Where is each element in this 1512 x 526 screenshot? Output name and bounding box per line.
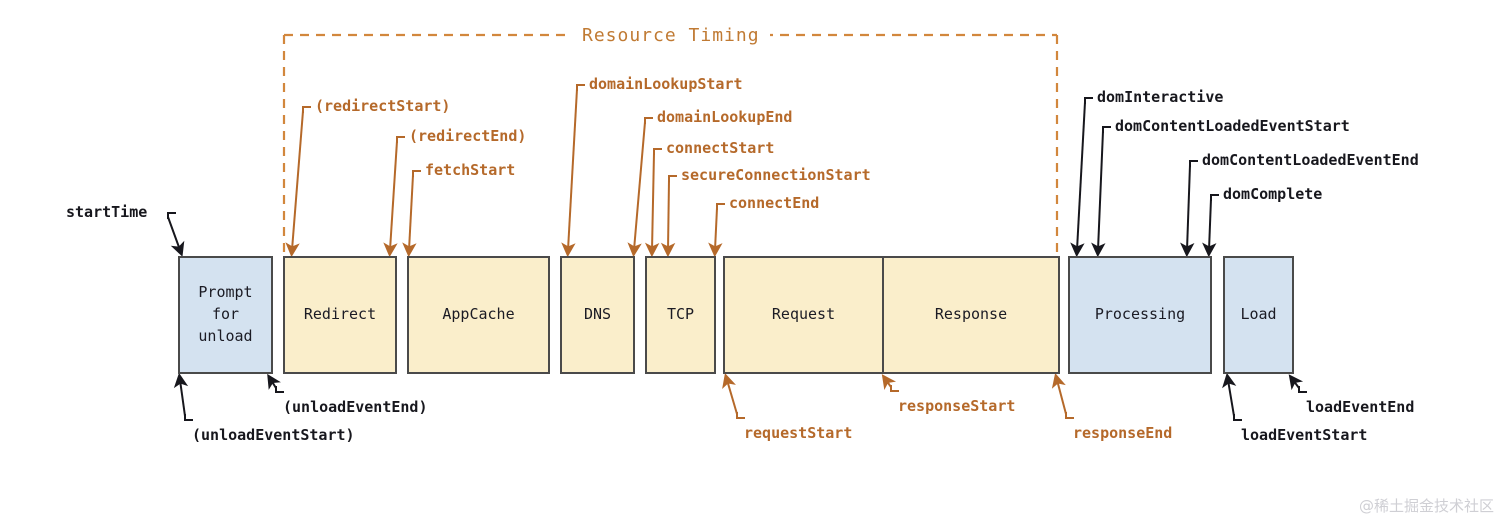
- connector-responsestart: [881, 374, 899, 392]
- phase-box-appcache: AppCache: [407, 256, 550, 374]
- connector-unloadeventstart: [173, 372, 193, 421]
- phase-label: Redirect: [303, 305, 377, 324]
- label-domcomplete: domComplete: [1223, 185, 1323, 203]
- phase-box-redirect: Redirect: [283, 256, 397, 374]
- label-unloadeventend: (unloadEventEnd): [283, 398, 428, 416]
- phase-label: Request: [771, 305, 836, 324]
- label-redirectend: (redirectEnd): [409, 127, 527, 145]
- phase-box-response: Response: [882, 256, 1060, 374]
- phase-box-processing: Processing: [1068, 256, 1212, 374]
- phase-box-dns: DNS: [560, 256, 635, 374]
- phase-label: Load: [1240, 305, 1277, 324]
- phase-box-load: Load: [1223, 256, 1294, 374]
- phase-label: TCP: [666, 305, 695, 324]
- connector-connectstart: [644, 148, 662, 258]
- connector-connectend: [708, 203, 725, 258]
- phase-box-prompt-for-unload: Prompt for unload: [178, 256, 273, 374]
- connector-unloadeventend: [267, 373, 284, 393]
- connector-domcontentloadedeventend: [1180, 160, 1198, 258]
- label-requeststart: requestStart: [744, 424, 853, 442]
- label-unloadeventstart: (unloadEventStart): [192, 426, 355, 444]
- label-responsestart: responseStart: [898, 397, 1016, 415]
- connector-loadeventstart: [1222, 372, 1242, 421]
- phase-label: Prompt for unload: [198, 283, 253, 345]
- connector-responseend: [1051, 373, 1074, 419]
- label-loadeventend: loadEventEnd: [1306, 398, 1415, 416]
- phase-label: Processing: [1094, 305, 1186, 324]
- label-domainlookupend: domainLookupEnd: [657, 108, 793, 126]
- connector-domcontentloadedeventstart: [1091, 126, 1111, 258]
- label-fetchstart: fetchStart: [425, 161, 516, 179]
- connector-fetchstart: [402, 170, 421, 258]
- connector-redirectend: [383, 136, 405, 258]
- connector-domcomplete: [1202, 194, 1219, 258]
- resource-timing-title: Resource Timing: [572, 25, 770, 46]
- connector-domainlookupstart: [561, 84, 585, 258]
- connector-starttime: [167, 212, 185, 257]
- connector-loadeventend: [1288, 374, 1307, 393]
- connector-secureconnectionstart: [660, 175, 677, 258]
- label-responseend: responseEnd: [1073, 424, 1173, 442]
- phase-box-request: Request: [723, 256, 884, 374]
- label-domainlookupstart: domainLookupStart: [589, 75, 743, 93]
- label-dominteractive: domInteractive: [1097, 88, 1224, 106]
- connector-domainlookupend: [627, 117, 653, 258]
- label-connectstart: connectStart: [666, 139, 775, 157]
- connector-requeststart: [722, 373, 745, 419]
- phase-box-tcp: TCP: [645, 256, 716, 374]
- label-starttime: startTime: [66, 203, 148, 221]
- phase-label: Response: [934, 305, 1008, 324]
- label-redirectstart: (redirectStart): [315, 97, 451, 115]
- label-connectend: connectEnd: [729, 194, 820, 212]
- watermark: @稀土掘金技术社区: [1358, 497, 1494, 515]
- connector-dominteractive: [1070, 97, 1093, 258]
- label-domcontentloadedeventend: domContentLoadedEventEnd: [1202, 151, 1419, 169]
- phase-label: AppCache: [442, 305, 515, 324]
- connector-redirectstart: [285, 106, 311, 258]
- phase-label: DNS: [583, 305, 612, 324]
- label-loadeventstart: loadEventStart: [1241, 426, 1368, 444]
- label-domcontentloadedeventstart: domContentLoadedEventStart: [1115, 117, 1350, 135]
- label-secureconnectionstart: secureConnectionStart: [681, 166, 871, 184]
